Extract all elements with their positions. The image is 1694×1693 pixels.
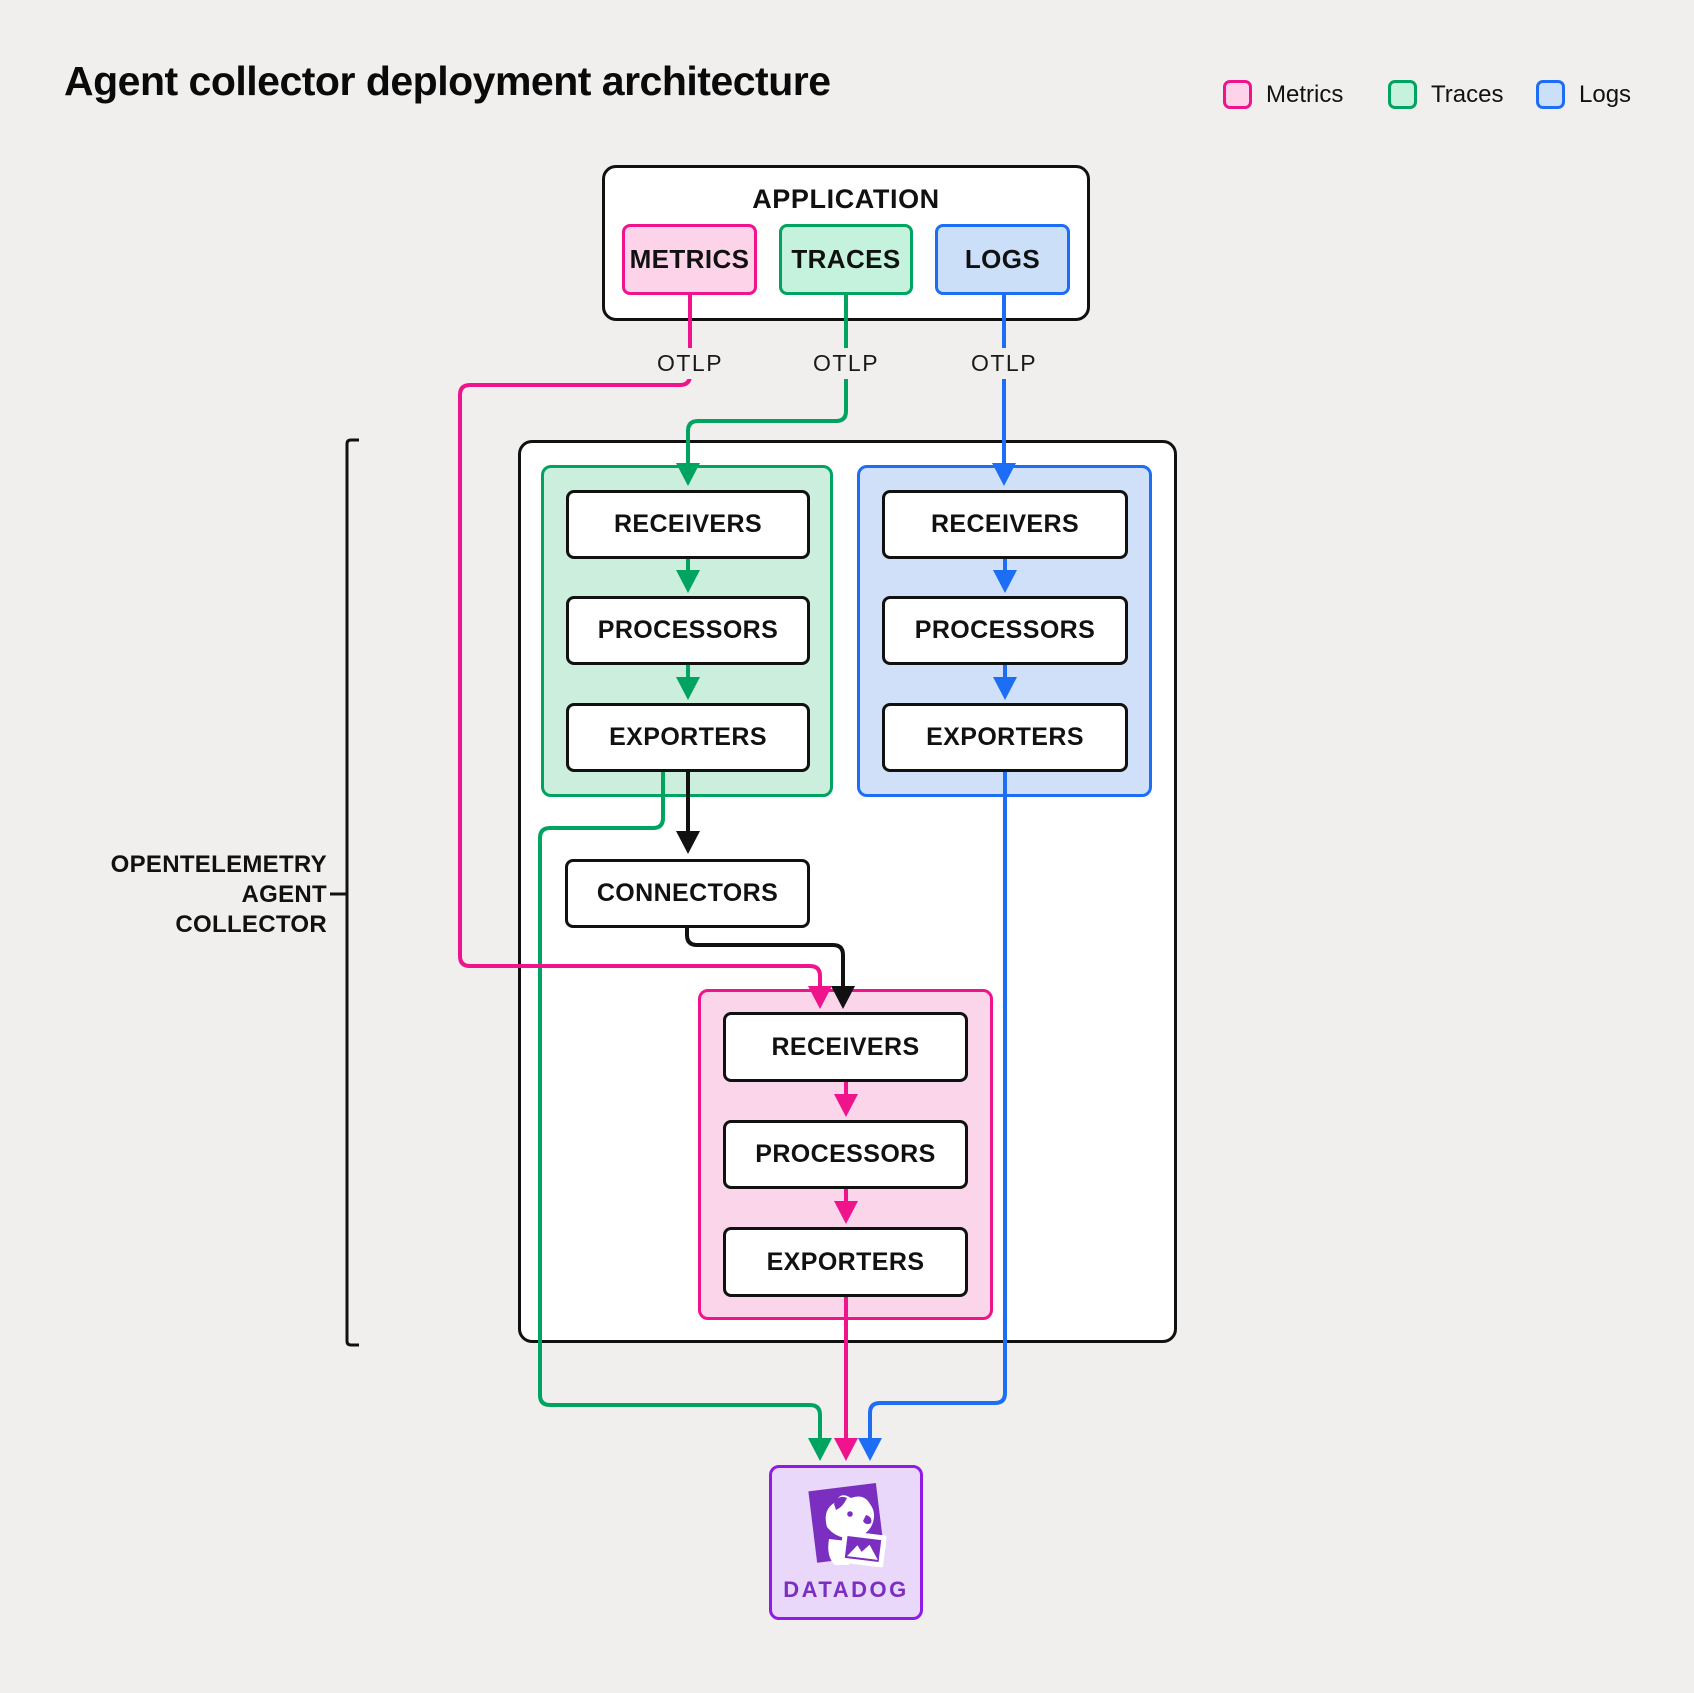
traces-exporters-box: EXPORTERS xyxy=(566,703,810,772)
metrics-processors-box: PROCESSORS xyxy=(723,1120,968,1189)
datadog-wordmark: DATADOG xyxy=(783,1576,909,1602)
legend-item-metrics: Metrics xyxy=(1223,80,1343,109)
otel-label-line: COLLECTOR xyxy=(175,911,327,938)
otel-label-line: AGENT xyxy=(241,881,327,908)
logs-processors-box: PROCESSORS xyxy=(882,596,1128,665)
connectors-box: CONNECTORS xyxy=(565,859,810,928)
otel-label-line: OPENTELEMETRY xyxy=(110,851,327,878)
legend-label: Logs xyxy=(1579,80,1632,108)
metrics-swatch-icon xyxy=(1223,80,1252,109)
traces-swatch-icon xyxy=(1388,80,1417,109)
datadog-logo-icon xyxy=(808,1482,887,1567)
legend-label: Traces xyxy=(1431,80,1504,108)
metrics-exporters-box: EXPORTERS xyxy=(723,1227,968,1297)
otlp-label-metrics: OTLP xyxy=(648,348,732,379)
otel-collector-label: OPENTELEMETRY AGENT COLLECTOR xyxy=(100,850,327,940)
traces-signal-box: TRACES xyxy=(779,224,913,295)
collector-bracket xyxy=(330,438,359,1347)
logs-swatch-icon xyxy=(1536,80,1565,109)
metrics-signal-box: METRICS xyxy=(622,224,757,295)
traces-processors-box: PROCESSORS xyxy=(566,596,810,665)
legend-item-traces: Traces xyxy=(1388,80,1503,109)
otlp-label-traces: OTLP xyxy=(804,348,888,379)
datadog-box: DATADOG xyxy=(769,1465,923,1620)
legend-label: Metrics xyxy=(1266,80,1344,108)
logs-exporters-box: EXPORTERS xyxy=(882,703,1128,772)
page-title: Agent collector deployment architecture xyxy=(64,58,831,104)
metrics-receivers-box: RECEIVERS xyxy=(723,1012,968,1082)
legend-item-logs: Logs xyxy=(1536,80,1631,109)
otlp-label-logs: OTLP xyxy=(962,348,1046,379)
traces-receivers-box: RECEIVERS xyxy=(566,490,810,559)
application-title: APPLICATION xyxy=(752,184,940,214)
logs-receivers-box: RECEIVERS xyxy=(882,490,1128,559)
logs-signal-box: LOGS xyxy=(935,224,1070,295)
